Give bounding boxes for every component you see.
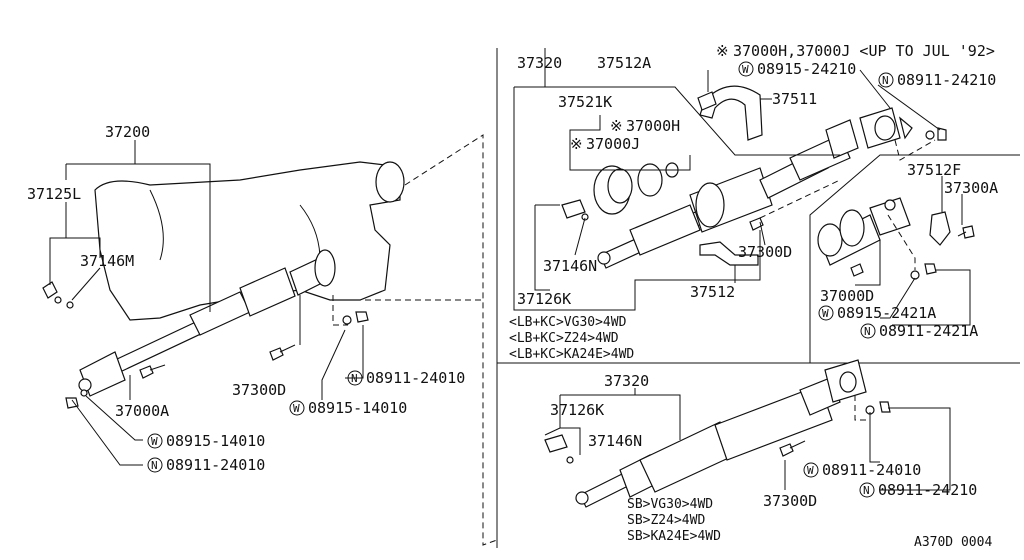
u-joint-kit-left (42, 281, 74, 309)
condition-sb-vg30: SB>VG30>4WD (627, 497, 713, 512)
label-37300A: 37300A (944, 179, 998, 197)
label-37521K: 37521K (558, 93, 612, 111)
label-37126K-bottom: 37126K (550, 401, 604, 419)
label-37320-top: 37320 (517, 54, 562, 72)
left-propeller-shaft (78, 249, 336, 397)
label-37000H: 37000H (626, 117, 680, 135)
label-37320-bottom: 37320 (604, 372, 649, 390)
label-37000A: 37000A (115, 402, 169, 420)
washer-mark: W (742, 63, 749, 76)
bolt-37300D-bottom (779, 440, 806, 457)
label-w-08911-24010: 08911-24010 (822, 461, 921, 479)
condition-sb-z24: SB>Z24>4WD (627, 513, 705, 528)
washer-mark: W (151, 435, 158, 448)
nut-symbol (347, 370, 363, 386)
inset-border (809, 154, 1020, 363)
washer-symbol (738, 61, 754, 77)
condition-sb-ka24e: SB>KA24E>4WD (627, 529, 721, 544)
washer-mark: W (822, 307, 829, 320)
star-mark: ※ (610, 117, 623, 135)
bottom-propeller-shaft (575, 359, 891, 508)
label-37512: 37512 (690, 283, 735, 301)
inset-bracket (929, 211, 975, 246)
label-37146N-bottom: 37146N (588, 432, 642, 450)
label-37512F: 37512F (907, 161, 961, 179)
nut-mark: N (863, 484, 870, 497)
label-37200: 37200 (105, 123, 150, 141)
star-mark: ※ (570, 135, 583, 153)
washer-symbol (147, 433, 163, 449)
label-37300D-bottom: 37300D (763, 492, 817, 510)
bolt-37300D-top (749, 217, 766, 246)
nut-mark: N (151, 459, 158, 472)
label-37146N-top: 37146N (543, 257, 597, 275)
diagram-code: A370D 0004 (914, 535, 992, 550)
label-37511: 37511 (772, 90, 817, 108)
label-n-08911-24010-a: 08911-24010 (166, 456, 265, 474)
u-joint-kit-top (561, 199, 589, 221)
label-n-08911-24210-top: 08911-24210 (897, 71, 996, 89)
nut-mark: N (864, 325, 871, 338)
condition-lb-kc-ka24e: <LB+KC>KA24E>4WD (509, 347, 634, 362)
nut-symbol (878, 72, 894, 88)
center-bearing-bracket (697, 85, 763, 141)
label-n-08911-24210-bottom: 08911-24210 (878, 481, 977, 499)
label-37000J: 37000J (586, 135, 640, 153)
bolts-left (65, 311, 369, 409)
center-bearing-parts (593, 162, 679, 215)
condition-lb-kc-vg30: <LB+KC>VG30>4WD (509, 315, 627, 330)
label-37000D: 37000D (820, 287, 874, 305)
nut-symbol (859, 482, 875, 498)
inset-shaft (817, 197, 911, 266)
nut-mark: N (882, 74, 889, 87)
label-w-08915-14010-b: 08915-14010 (308, 399, 407, 417)
washer-symbol (818, 305, 834, 321)
label-note-up-to-jul-92: 37000H,37000J <UP TO JUL '92> (733, 42, 995, 60)
label-37146M: 37146M (80, 252, 134, 270)
nut-mark: N (351, 372, 358, 385)
label-n-08911-24010-b: 08911-24010 (366, 369, 465, 387)
nut-symbol (147, 457, 163, 473)
bracket-37512 (699, 241, 759, 266)
washer-mark: W (807, 464, 814, 477)
label-37512A: 37512A (597, 54, 651, 72)
u-joint-kit-bottom (544, 434, 574, 464)
washer-symbol (803, 462, 819, 478)
front-shaft-top (597, 167, 773, 269)
label-w-08915-2421A: 08915-2421A (837, 304, 936, 322)
label-37300D-left: 37300D (232, 381, 286, 399)
label-37125L: 37125L (27, 185, 81, 203)
label-w-08915-24210: 08915-24210 (757, 60, 856, 78)
label-37126K-top: 37126K (517, 290, 571, 308)
label-37300D-top: 37300D (738, 243, 792, 261)
nut-symbol (860, 323, 876, 339)
star-mark: ※ (716, 42, 729, 60)
washer-mark: W (293, 402, 300, 415)
condition-lb-kc-z24: <LB+KC>Z24>4WD (509, 331, 619, 346)
washer-symbol (289, 400, 305, 416)
label-w-08915-14010-a: 08915-14010 (166, 432, 265, 450)
inset-fasteners (850, 263, 937, 280)
rear-shaft-top (759, 107, 947, 199)
label-n-08911-2421A: 08911-2421A (879, 322, 978, 340)
